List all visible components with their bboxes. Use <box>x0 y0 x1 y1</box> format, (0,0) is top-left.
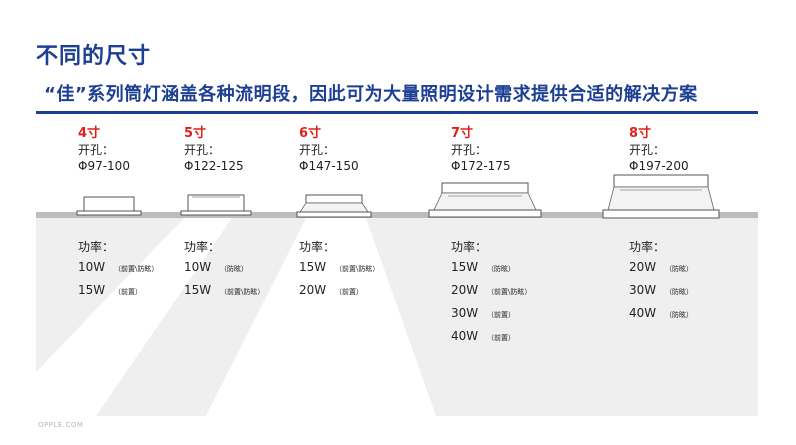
option-watt: 15W <box>78 283 106 297</box>
cutout-label-5: 开孔： <box>184 143 221 157</box>
option-note: （前置） <box>487 311 515 319</box>
cutout-label-6: 开孔： <box>299 143 336 157</box>
diameter-8: Φ197-200 <box>629 159 689 173</box>
option-note: （防眩） <box>665 311 693 319</box>
option-note: （前置\防眩） <box>220 288 265 296</box>
downlight-5-drawing <box>180 194 252 216</box>
diameter-6: Φ147-150 <box>299 159 359 173</box>
page-subtitle: “佳”系列筒灯涵盖各种流明段，因此可为大量照明设计需求提供合适的解决方案 <box>44 84 698 105</box>
size-label-4: 4寸 <box>78 126 101 141</box>
size-label-8: 8寸 <box>629 126 652 141</box>
option-watt: 15W <box>184 283 212 297</box>
option-row: 40W （前置） <box>451 325 531 344</box>
option-list-4: 10W （前置\防眩） 15W （前置） <box>78 256 158 298</box>
size-label-6: 6寸 <box>299 126 322 141</box>
option-row: 40W （防眩） <box>629 302 693 321</box>
option-watt: 20W <box>629 260 657 274</box>
power-label-5: 功率： <box>184 240 221 254</box>
footer-brand: OPPLE.COM <box>38 421 84 429</box>
option-list-7: 15W （防眩） 20W （前置\防眩） 30W （前置） 40W （前置） <box>451 256 531 344</box>
option-row: 10W （防眩） <box>184 256 264 275</box>
option-watt: 40W <box>451 329 479 343</box>
option-watt: 20W <box>299 283 327 297</box>
option-watt: 10W <box>78 260 106 274</box>
downlight-8-drawing <box>602 174 720 219</box>
downlight-6-drawing <box>296 194 372 218</box>
cutout-label-7: 开孔： <box>451 143 488 157</box>
diameter-7: Φ172-175 <box>451 159 511 173</box>
option-row: 30W （前置） <box>451 302 531 321</box>
option-watt: 30W <box>451 306 479 320</box>
option-row: 20W （前置\防眩） <box>451 279 531 298</box>
option-list-5: 10W （防眩） 15W （前置\防眩） <box>184 256 264 298</box>
title-rule <box>36 111 758 114</box>
cutout-label-4: 开孔： <box>78 143 115 157</box>
downlight-7-drawing <box>428 182 542 218</box>
option-row: 15W （前置\防眩） <box>299 256 379 275</box>
light-beam-5 <box>36 218 232 416</box>
option-note: （防眩） <box>665 265 693 273</box>
option-list-6: 15W （前置\防眩） 20W （前置） <box>299 256 379 298</box>
option-row: 15W （前置\防眩） <box>184 279 264 298</box>
option-row: 30W （防眩） <box>629 279 693 298</box>
cutout-label-8: 开孔： <box>629 143 666 157</box>
power-label-6: 功率： <box>299 240 336 254</box>
option-watt: 20W <box>451 283 479 297</box>
option-watt: 40W <box>629 306 657 320</box>
option-note: （防眩） <box>665 288 693 296</box>
option-watt: 10W <box>184 260 212 274</box>
option-row: 20W （防眩） <box>629 256 693 275</box>
option-row: 15W （前置） <box>78 279 158 298</box>
option-note: （前置\防眩） <box>487 288 532 296</box>
option-note: （前置） <box>114 288 142 296</box>
page-title: 不同的尺寸 <box>36 44 152 69</box>
option-note: （防眩） <box>487 265 515 273</box>
option-list-8: 20W （防眩） 30W （防眩） 40W （防眩） <box>629 256 693 321</box>
option-watt: 15W <box>299 260 327 274</box>
size-label-5: 5寸 <box>184 126 207 141</box>
option-row: 20W （前置） <box>299 279 379 298</box>
option-watt: 15W <box>451 260 479 274</box>
downlight-4-drawing <box>76 196 142 216</box>
option-note: （前置\防眩） <box>335 265 380 273</box>
size-label-7: 7寸 <box>451 126 474 141</box>
option-row: 10W （前置\防眩） <box>78 256 158 275</box>
option-note: （防眩） <box>220 265 248 273</box>
power-label-4: 功率： <box>78 240 115 254</box>
power-label-8: 功率： <box>629 240 666 254</box>
option-note: （前置） <box>487 334 515 342</box>
diameter-4: Φ97-100 <box>78 159 130 173</box>
light-beams <box>36 218 436 416</box>
option-note: （前置\防眩） <box>114 265 159 273</box>
option-row: 15W （防眩） <box>451 256 531 275</box>
ceiling-line <box>36 212 758 218</box>
light-beam-6 <box>206 218 436 416</box>
diameter-5: Φ122-125 <box>184 159 244 173</box>
option-watt: 30W <box>629 283 657 297</box>
power-label-7: 功率： <box>451 240 488 254</box>
option-note: （前置） <box>335 288 363 296</box>
